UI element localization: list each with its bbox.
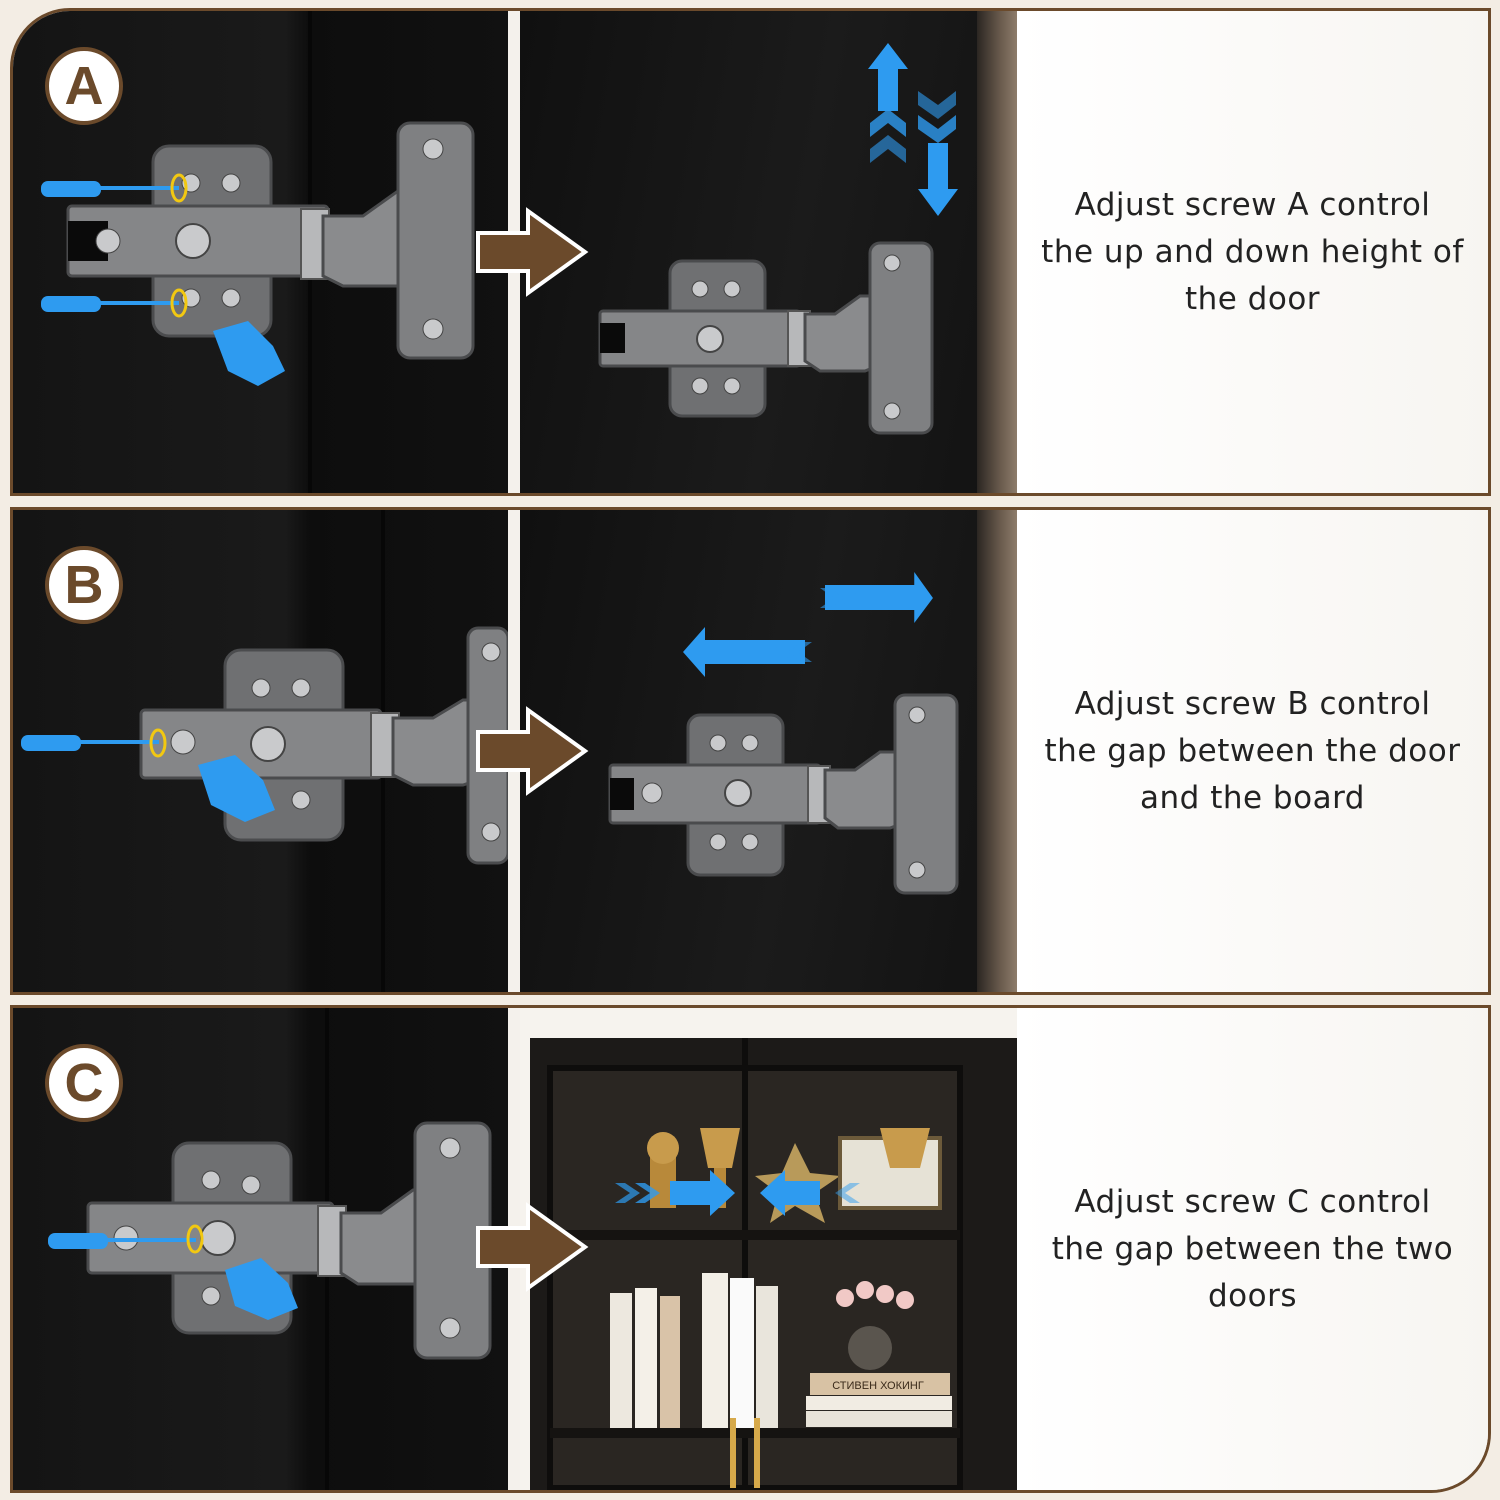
step-panel-b: B Adjust screw B control the gap between… [10,507,1491,995]
step-panel-a: A Adjust screw A control the up and down… [10,8,1491,496]
pointing-hand-icon [198,755,275,822]
step-caption-a: Adjust screw A control the up and down h… [1041,186,1464,317]
cabinet-icon: СТИВЕН ХОКИНГ [530,1038,1017,1490]
step-badge-c: C [45,1044,123,1122]
hinge-icon [41,121,475,386]
screwdriver-icon [48,1233,196,1249]
arrow-right-icon [476,207,589,297]
step-badge-b: B [45,546,123,624]
direction-arrows-icon [615,1170,860,1216]
adjusted-hinge-photo [520,11,1017,493]
book-spine-label: СТИВЕН ХОКИНГ [832,1380,924,1392]
adjusted-hinge-photo [520,510,1017,992]
pointing-hand-icon [225,1258,298,1320]
screwdriver-icon [21,735,159,751]
cabinet-photo: СТИВЕН ХОКИНГ [520,1008,1017,1490]
step-panel-c: СТИВЕН ХОКИНГ C Adjust screw C control t… [10,1005,1491,1493]
direction-arrows-icon [868,43,958,216]
direction-arrows-icon [683,572,933,677]
step-badge-a: A [45,47,123,125]
hinge-icon [48,1121,492,1360]
arrow-right-icon [476,1202,589,1292]
pointing-hand-icon [213,321,285,386]
arrow-right-icon [476,706,589,796]
step-caption-c: Adjust screw C control the gap between t… [1051,1183,1454,1314]
screwdriver-icon [41,181,179,312]
hinge-closeup-photo [13,11,508,493]
hinge-icon [21,626,508,865]
step-caption-b: Adjust screw B control the gap between t… [1044,685,1461,816]
